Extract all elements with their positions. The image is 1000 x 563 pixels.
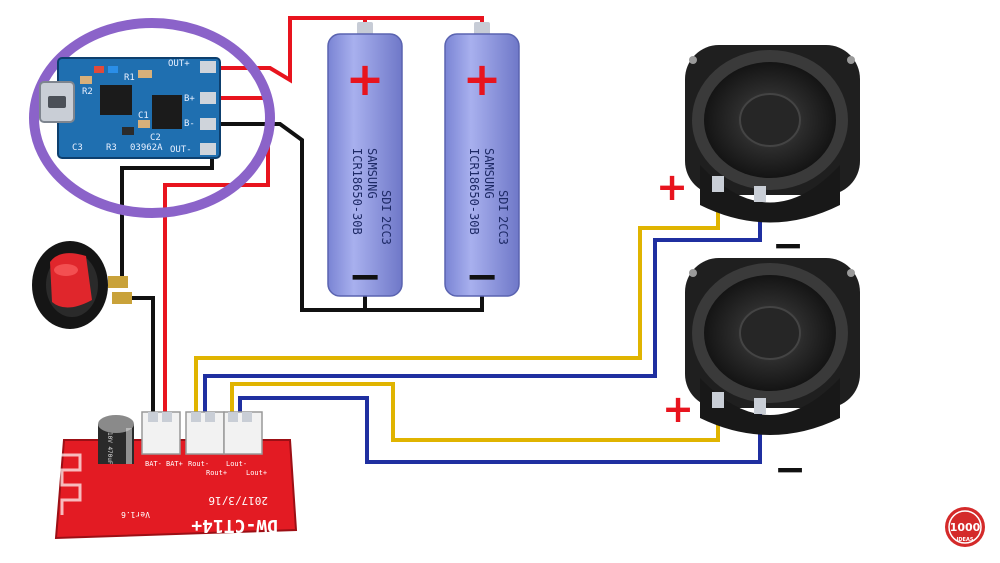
watermark-number: 1000 bbox=[950, 521, 981, 534]
board-version: Ver1.6 bbox=[121, 510, 150, 519]
battery-model: ICR18650-30B bbox=[467, 148, 481, 235]
wire-yellow-speaker1 bbox=[194, 190, 720, 415]
label-r3: R3 bbox=[106, 143, 117, 153]
label-r2: R2 bbox=[82, 87, 93, 97]
speaker-plus-sign: + bbox=[662, 387, 694, 431]
rocker-switch-icon bbox=[32, 241, 132, 329]
pin-label-rout-plus: Rout+ bbox=[206, 469, 227, 477]
pin-label-bat-plus: BAT+ bbox=[166, 460, 183, 468]
pin-label-bat-minus: BAT- bbox=[145, 460, 162, 468]
wire-yellow-speaker2 bbox=[230, 382, 720, 442]
pin-label-rout-minus: Rout- bbox=[188, 460, 209, 468]
highlight-circle bbox=[29, 18, 275, 218]
battery-plus-sign: + bbox=[346, 52, 385, 106]
label-chip-code: 03962A bbox=[130, 143, 163, 153]
switch-terminal-2 bbox=[112, 292, 132, 304]
pin-label-b-plus: B+ bbox=[184, 94, 195, 104]
speaker-1: + − bbox=[656, 45, 860, 267]
battery-code: 2CC3 bbox=[379, 216, 393, 245]
watermark-logo: 1000 IDEAS bbox=[945, 507, 985, 547]
pin-label-out-plus: OUT+ bbox=[168, 59, 190, 69]
protection-chip bbox=[152, 95, 182, 129]
switch-terminal-1 bbox=[108, 276, 128, 288]
battery-model: ICR18650-30B bbox=[350, 148, 364, 235]
speaker-terminal-plus bbox=[712, 176, 724, 192]
amplifier-board: 10V 470uF BAT- BAT+ Rout- Rout+ Lout- Lo… bbox=[54, 411, 298, 540]
battery-brand: SAMSUNG bbox=[482, 148, 496, 199]
pin-out-plus bbox=[200, 61, 216, 73]
battery-maker: SDI bbox=[496, 190, 510, 212]
battery-brand: SAMSUNG bbox=[365, 148, 379, 199]
battery-body bbox=[444, 33, 520, 297]
wire-red-to-amplifier bbox=[163, 96, 270, 415]
label-r1: R1 bbox=[124, 73, 135, 83]
pin-label-lout-minus: Lout- bbox=[226, 460, 247, 468]
battery-body bbox=[327, 33, 403, 297]
battery-minus-sign: − bbox=[348, 254, 382, 300]
pin-label-lout-plus: Lout+ bbox=[246, 469, 267, 477]
speaker-plus-sign: + bbox=[656, 165, 688, 209]
charger-module: OUT+ B+ B- OUT- R2 R1 R3 C1 C2 C3 03962A bbox=[29, 18, 275, 218]
speaker-minus-sign: − bbox=[774, 447, 806, 491]
wire-black-to-amplifier bbox=[128, 296, 155, 415]
watermark-subtext: IDEAS bbox=[957, 537, 974, 543]
led-blue bbox=[108, 66, 118, 73]
label-c3: C3 bbox=[72, 143, 83, 153]
pin-b-plus bbox=[200, 92, 216, 104]
battery-maker: SDI bbox=[379, 190, 393, 212]
pin-out-minus bbox=[200, 143, 216, 155]
wire-blue-speaker2 bbox=[238, 396, 762, 464]
wire-red-battery-bus bbox=[210, 16, 484, 84]
battery-plus-sign: + bbox=[463, 52, 502, 106]
speaker-2: + − bbox=[662, 258, 860, 491]
charger-chip bbox=[100, 85, 132, 115]
antenna-trace bbox=[56, 453, 82, 515]
battery-code: 2CC3 bbox=[496, 216, 510, 245]
battery-minus-sign: − bbox=[465, 254, 499, 300]
pin-label-b-minus: B- bbox=[184, 119, 195, 129]
label-c1: C1 bbox=[138, 111, 149, 121]
battery-1: + − ICR18650-30B SAMSUNG SDI 2CC3 bbox=[327, 22, 403, 300]
capacitor-label: 10V 470uF bbox=[106, 432, 113, 465]
led-red bbox=[94, 66, 104, 73]
connector-power bbox=[141, 411, 181, 455]
battery-2: + − ICR18650-30B SAMSUNG SDI 2CC3 bbox=[444, 22, 520, 300]
speaker-terminal-minus bbox=[754, 398, 766, 414]
pin-b-minus bbox=[200, 118, 216, 130]
speaker-terminal-plus bbox=[712, 392, 724, 408]
board-model: DW-CT14+ bbox=[191, 515, 278, 536]
wire-blue-speaker1 bbox=[203, 200, 762, 415]
label-c2: C2 bbox=[150, 133, 161, 143]
board-date: 2017/3/16 bbox=[208, 494, 268, 507]
pin-label-out-minus: OUT- bbox=[170, 145, 192, 155]
speaker-terminal-minus bbox=[754, 186, 766, 202]
